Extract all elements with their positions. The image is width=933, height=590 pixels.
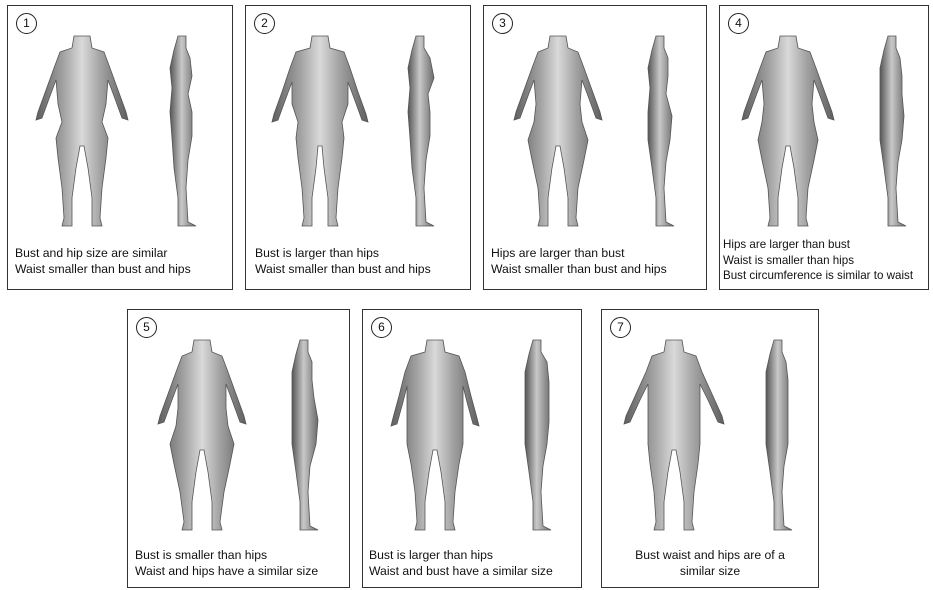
panel-caption: Bust and hip size are similar Waist smal… xyxy=(15,245,191,277)
panel-3: 3 Hips are larger than bust Waist smalle… xyxy=(483,5,707,290)
side-body-figure xyxy=(634,28,684,233)
front-body-figure xyxy=(614,332,734,537)
front-body-figure xyxy=(498,28,618,233)
front-body-figure xyxy=(260,28,380,233)
caption-line: Bust and hip size are similar xyxy=(15,245,191,261)
caption-line: Bust is smaller than hips xyxy=(135,547,318,563)
panel-5: 5 Bust is smaller than hips Waist and hi… xyxy=(127,309,350,588)
side-body-figure xyxy=(866,28,916,233)
panel-2: 2 Bust is larger than hips Waist smaller… xyxy=(245,5,471,290)
panel-caption: Bust waist and hips are of a similar siz… xyxy=(602,547,818,579)
panel-4: 4 Hips are larger than bust Waist is sma… xyxy=(719,5,929,290)
caption-line: Waist and hips have a similar size xyxy=(135,563,318,579)
caption-line: Waist smaller than bust and hips xyxy=(15,261,191,277)
caption-line: Waist smaller than bust and hips xyxy=(491,261,667,277)
caption-line: Waist and bust have a similar size xyxy=(369,563,553,579)
panel-caption: Bust is larger than hips Waist smaller t… xyxy=(255,245,431,277)
side-body-figure xyxy=(156,28,206,233)
side-body-figure xyxy=(511,332,561,537)
caption-line: Waist is smaller than hips xyxy=(723,253,913,269)
caption-line: similar size xyxy=(602,563,818,579)
front-body-figure xyxy=(22,28,142,233)
caption-line: Bust circumference is similar to waist xyxy=(723,268,913,284)
panel-1: 1 Bust and hip size are similar Waist sm… xyxy=(7,5,233,290)
caption-line: Hips are larger than bust xyxy=(491,245,667,261)
caption-line: Bust waist and hips are of a xyxy=(602,547,818,563)
panel-caption: Bust is smaller than hips Waist and hips… xyxy=(135,547,318,579)
caption-line: Hips are larger than bust xyxy=(723,237,913,253)
panel-6: 6 Bust is larger than hips Waist and bus… xyxy=(362,309,582,588)
front-body-figure xyxy=(728,28,848,233)
front-body-figure xyxy=(375,332,495,537)
side-body-figure xyxy=(752,332,802,537)
panel-7: 7 Bust waist and hips are of a similar s… xyxy=(601,309,819,588)
panel-caption: Hips are larger than bust Waist is small… xyxy=(723,237,913,284)
caption-line: Waist smaller than bust and hips xyxy=(255,261,431,277)
side-body-figure xyxy=(278,332,328,537)
panel-caption: Hips are larger than bust Waist smaller … xyxy=(491,245,667,277)
front-body-figure xyxy=(142,332,262,537)
side-body-figure xyxy=(394,28,444,233)
caption-line: Bust is larger than hips xyxy=(369,547,553,563)
panel-caption: Bust is larger than hips Waist and bust … xyxy=(369,547,553,579)
caption-line: Bust is larger than hips xyxy=(255,245,431,261)
